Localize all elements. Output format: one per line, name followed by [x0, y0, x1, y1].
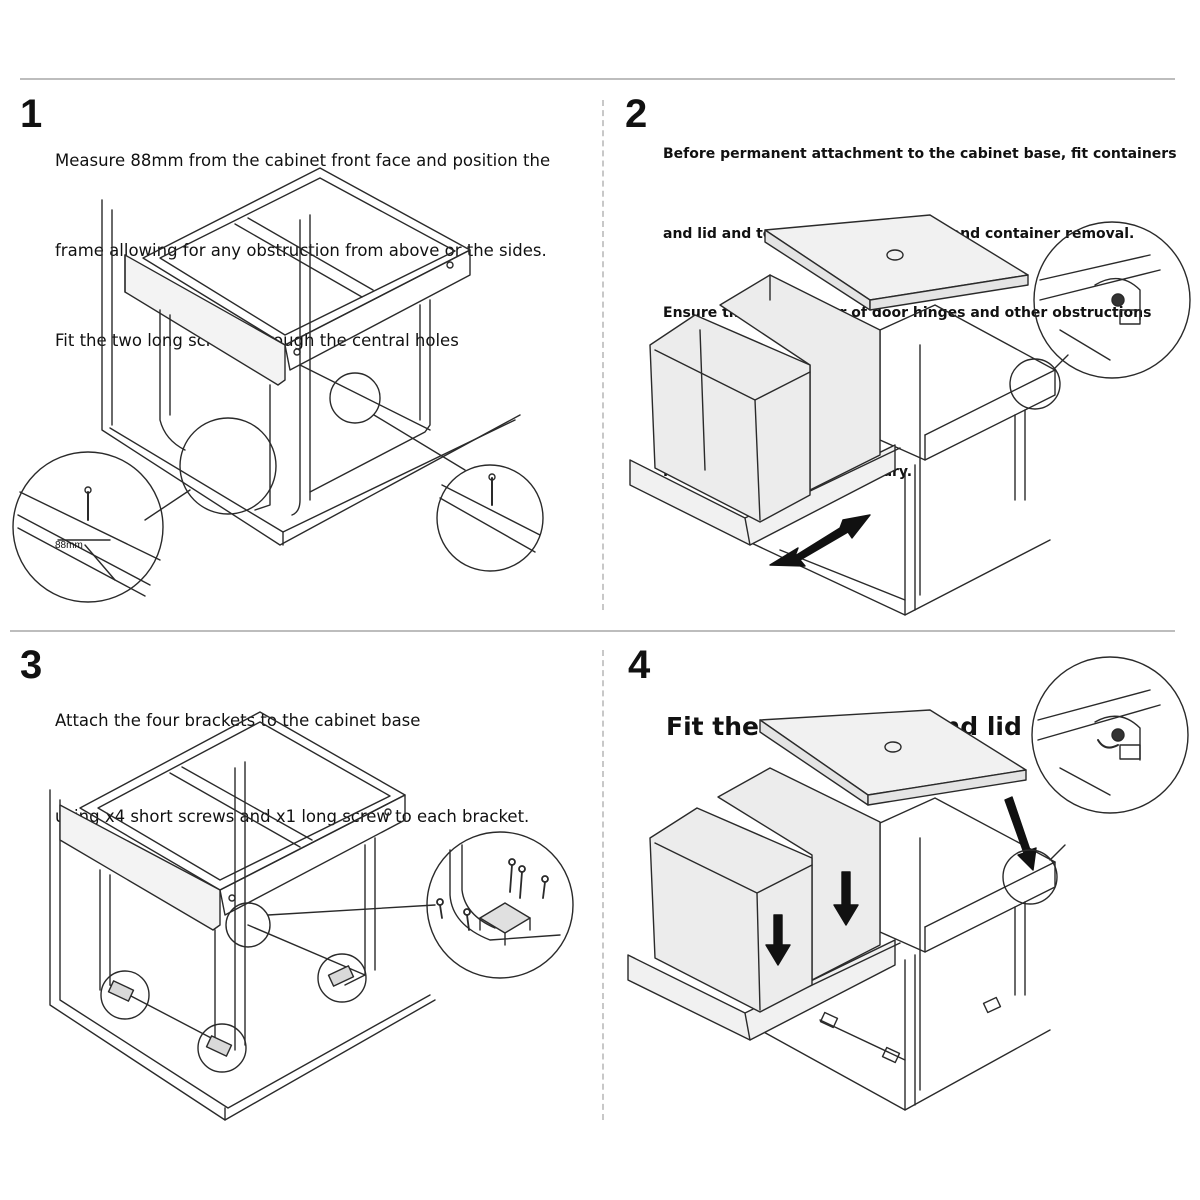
step-3-line-1: Attach the four brackets to the cabinet …: [55, 711, 421, 730]
step-2-front-bin: [650, 315, 810, 522]
step-2-lid: [765, 215, 1028, 310]
step-2-line-1: Before permanent attachment to the cabin…: [663, 146, 1177, 162]
step-4-lid: [760, 710, 1026, 805]
step-4-diagram: [628, 657, 1188, 1110]
step-1-cabinet: [102, 200, 520, 545]
step-3-instructions: Attach the four brackets to the cabinet …: [55, 641, 529, 865]
center-divider-bottom: [602, 650, 604, 1120]
step-2-number: 2: [625, 92, 648, 136]
step-3-frame: [60, 712, 405, 1050]
step-1-line-1: Measure 88mm from the cabinet front face…: [55, 151, 551, 170]
double-arrow-icon: [770, 515, 870, 566]
step-4-front-bin: [650, 808, 812, 1012]
step-4-callouts: [1003, 657, 1188, 904]
step-2-callouts: [1010, 222, 1190, 409]
right-detail-rail: [440, 474, 540, 552]
step-1-line-2: frame allowing for any obstruction from …: [55, 241, 547, 260]
down-arrow-icon: [766, 872, 858, 965]
step-1-frame: [125, 168, 470, 515]
step-2-diagram: [630, 215, 1190, 615]
left-detail-rail: [18, 487, 160, 596]
measurement-label: 88mm: [55, 540, 83, 551]
step-3-bracket-detail: [427, 832, 573, 978]
step-1-diagram: 88mm: [13, 168, 543, 602]
step-3-diagram: [50, 712, 573, 1120]
middle-rule: [10, 630, 1175, 632]
step-3-number: 3: [20, 643, 43, 687]
screw-icons: [437, 859, 548, 930]
step-1-number: 1: [20, 92, 43, 136]
step-4-rear-bin: [718, 768, 880, 980]
top-rule: [20, 78, 1175, 80]
lid-handle-icon: [887, 250, 903, 260]
lid-handle-icon: [885, 742, 901, 752]
center-divider-top: [602, 100, 604, 610]
step-4-cabinet: [760, 955, 1050, 1110]
step-3-cabinet: [50, 790, 435, 1120]
step-1-callouts: 88mm: [13, 373, 543, 602]
step-1-instructions: Measure 88mm from the cabinet front face…: [55, 86, 550, 386]
insert-arrow-icon: [1005, 797, 1036, 870]
step-4-number: 4: [628, 643, 651, 687]
step-3-bracket-callouts: [101, 903, 435, 1072]
